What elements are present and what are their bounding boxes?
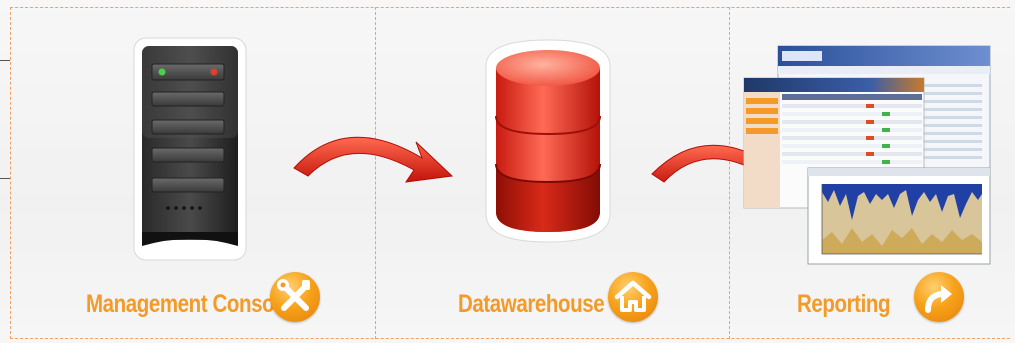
share-arrow-icon [914,272,964,322]
datawarehouse-label: Datawarehouse [458,290,604,319]
server-icon [132,36,248,262]
left-divider [10,7,11,339]
reporting-label: Reporting [797,290,890,319]
left-tick-bottom [0,178,10,179]
top-dashed-border [10,7,1010,8]
left-tick-top [0,60,10,61]
database-icon [482,36,614,246]
management-console-label: Management Console [86,290,290,319]
bottom-dashed-border [10,338,1010,339]
report-screenshot [742,44,994,266]
home-icon [608,272,658,322]
tools-icon [270,272,320,322]
flow-arrow-1 [290,118,460,188]
